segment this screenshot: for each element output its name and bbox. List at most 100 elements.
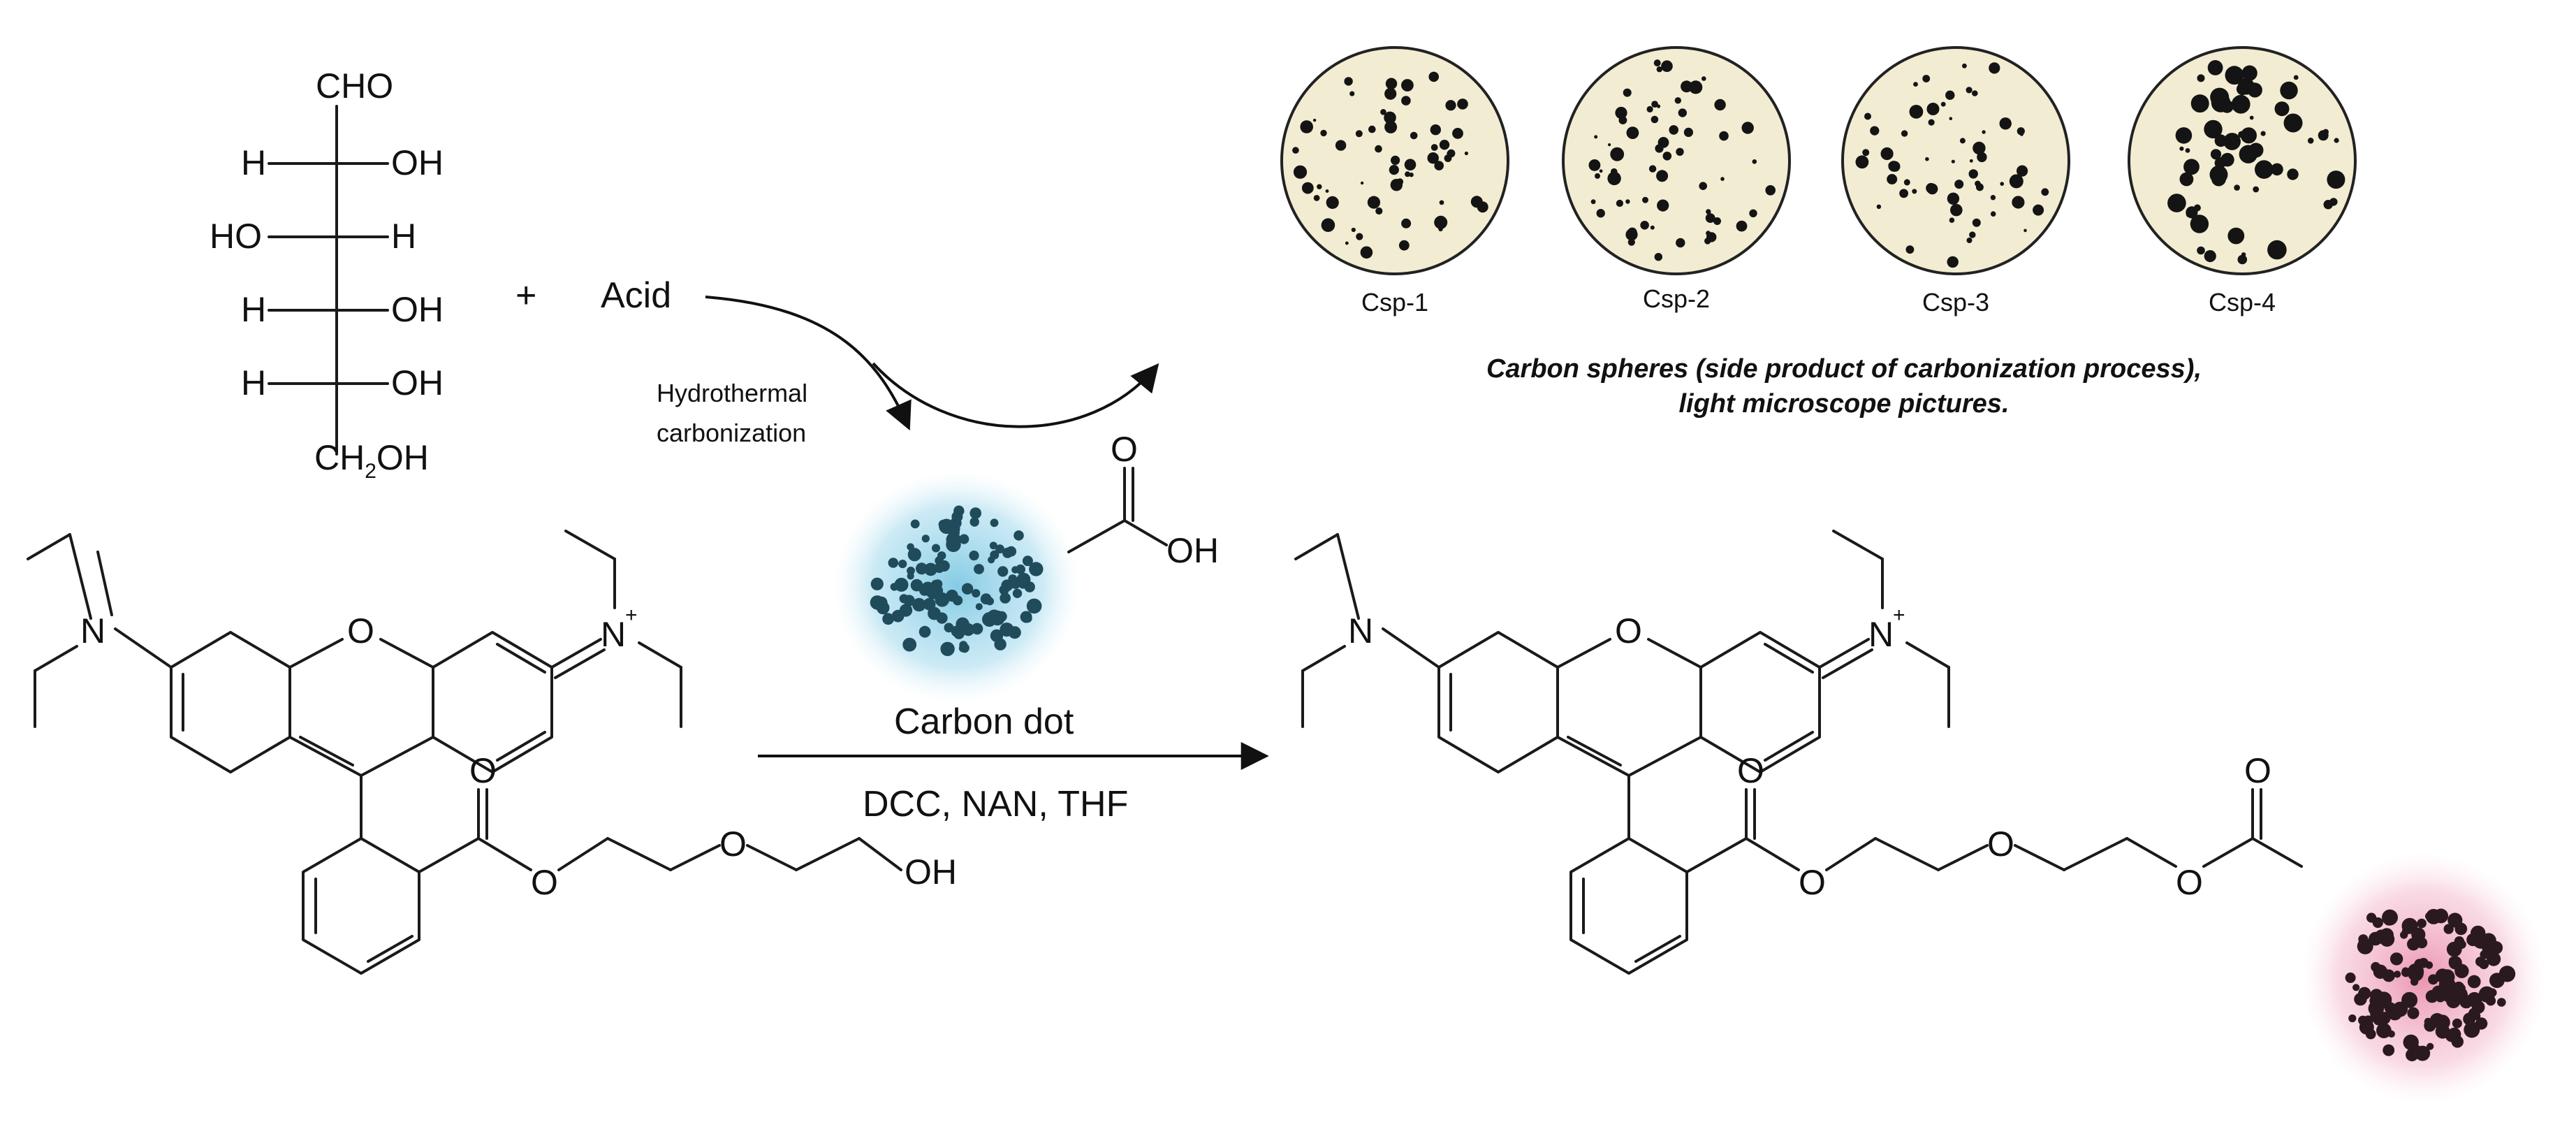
rh-ester-o [477,837,532,871]
carbon-sphere-spot [2255,160,2274,179]
particle-dot [2425,961,2434,969]
carbon-sphere-spot [1444,154,1452,162]
carbon-sphere-spot [1928,119,1935,126]
carbon-sphere-spot [1368,125,1376,133]
carbon-sphere-spot [2225,66,2244,85]
carbon-sphere-spot [1356,233,1363,240]
rh-ch2 [606,837,672,871]
carbon-sphere-spot [1656,66,1662,73]
particle-dot [1029,562,1044,576]
particle-dot [1010,578,1021,589]
carbon-sphere-spot [1926,183,1938,195]
carbon-sphere-spot [1945,90,1955,100]
carbon-sphere-spot [2329,198,2338,206]
particle-dot [2417,918,2427,929]
particle-dot [2357,938,2373,954]
carbon-sphere-spot [2267,240,2287,260]
carbon-sphere-spot [1669,125,1678,135]
carbon-sphere-spot [1611,168,1618,175]
carbon-sphere-spot [1430,124,1441,136]
particle-dot [2466,933,2480,947]
rh-c-o2 [379,638,434,669]
rh-ph-db2 [367,935,414,963]
carbon-sphere-spot [1588,159,1601,171]
carbon-sphere-spot [1380,109,1386,115]
rh-c-db [299,736,354,766]
carbon-sphere-spot [1292,147,1299,154]
rh-ring-right [432,631,553,773]
pr-ch7 [2202,837,2254,868]
carbon-sphere-spot [1999,117,2012,130]
particle-dot [921,535,930,543]
carbon-sphere-spot [1360,181,1364,185]
rh-ch6 [858,837,902,871]
particle-dot [1013,530,1024,541]
carbon-sphere-spot [2179,172,2194,187]
carbon-sphere-spot [1367,196,1380,209]
carbon-sphere-spot [1925,157,1929,161]
pr-imine [1818,638,1870,669]
product-ester2-carbonyl-o: O [2244,751,2271,790]
particle-dot [994,638,1007,650]
carbon-sphere-spot [2179,146,2184,151]
particle-dot [2352,984,2360,991]
carbon-sphere-spot [2274,101,2290,117]
carbon-sphere-spot [1855,155,1869,169]
microscopy-caption-line2: light microscope pictures. [1679,389,2010,419]
particle-dot [1023,613,1032,623]
particle-dot [2435,968,2450,983]
rhodamine-ring-o: O [347,611,374,650]
particle-dot [2467,975,2481,989]
rhodamine-n-amine: N [80,611,105,650]
carbon-sphere-spot [1375,207,1383,215]
carbon-sphere-spot [1947,192,1960,205]
particle-dot [969,517,979,527]
particle-dot [907,567,915,575]
carbon-sphere-spot [1464,151,1468,156]
particle-dot [1016,564,1025,574]
carbon-sphere-spot [2220,152,2234,167]
carbon-sphere-spot [2271,163,2283,176]
carbon-sphere-spot [1389,165,1399,175]
carbon-sphere-spot [1982,130,1986,134]
carbon-sphere-spot [1909,105,1924,119]
carbon-sphere-spot [1427,152,1439,164]
product-ester2-o: O [2176,863,2203,902]
carbon-sphere-spot [1689,80,1703,94]
carbon-sphere-spot [2327,170,2346,189]
pr-et3b [1832,530,1884,560]
carbon-sphere-spot [1870,126,1880,136]
particle-dot [2428,974,2438,985]
carbon-sphere-spot [1975,183,1984,191]
carbon-sphere-spot [1320,129,1327,137]
carbon-sphere-spot [1439,200,1444,205]
pr-ring-right-db2 [1764,731,1814,762]
carbon-sphere-spot [1398,240,1410,251]
step2-reagents: DCC, NAN, THF [863,784,1128,824]
particle-dot [2376,1023,2392,1038]
rhodamine-charge: + [625,604,638,627]
particle-dot [916,562,928,575]
carbon-sphere-spot [1968,169,1978,179]
carbon-sphere-spot [1972,218,1981,227]
carbon-sphere-spot [2241,65,2257,81]
particle-dot [2447,912,2463,928]
carbon-sphere-spot [1951,159,1955,163]
carbon-sphere-spot [1608,143,1611,147]
particle-dot [2387,1030,2395,1038]
particle-dot [2427,1042,2434,1050]
carbon-sphere-spot [1940,101,1946,107]
rh-ring-left [170,631,291,773]
micrograph-label: Csp-4 [2209,288,2276,317]
carbon-sphere-spot [1749,209,1757,217]
pr-ch5 [2063,837,2128,871]
carbon-sphere-spot [1969,159,1973,163]
particle-dot [2480,950,2489,959]
carbon-sphere-spot [2209,165,2228,184]
carbon-sphere-spot [2024,228,2027,233]
carbon-sphere-spot [2190,215,2209,233]
carbon-sphere-spot [2287,168,2299,180]
particle-dot [2447,1027,2461,1041]
carbon-sphere-spot [2207,60,2223,75]
carbon-sphere-spot [1452,128,1463,139]
